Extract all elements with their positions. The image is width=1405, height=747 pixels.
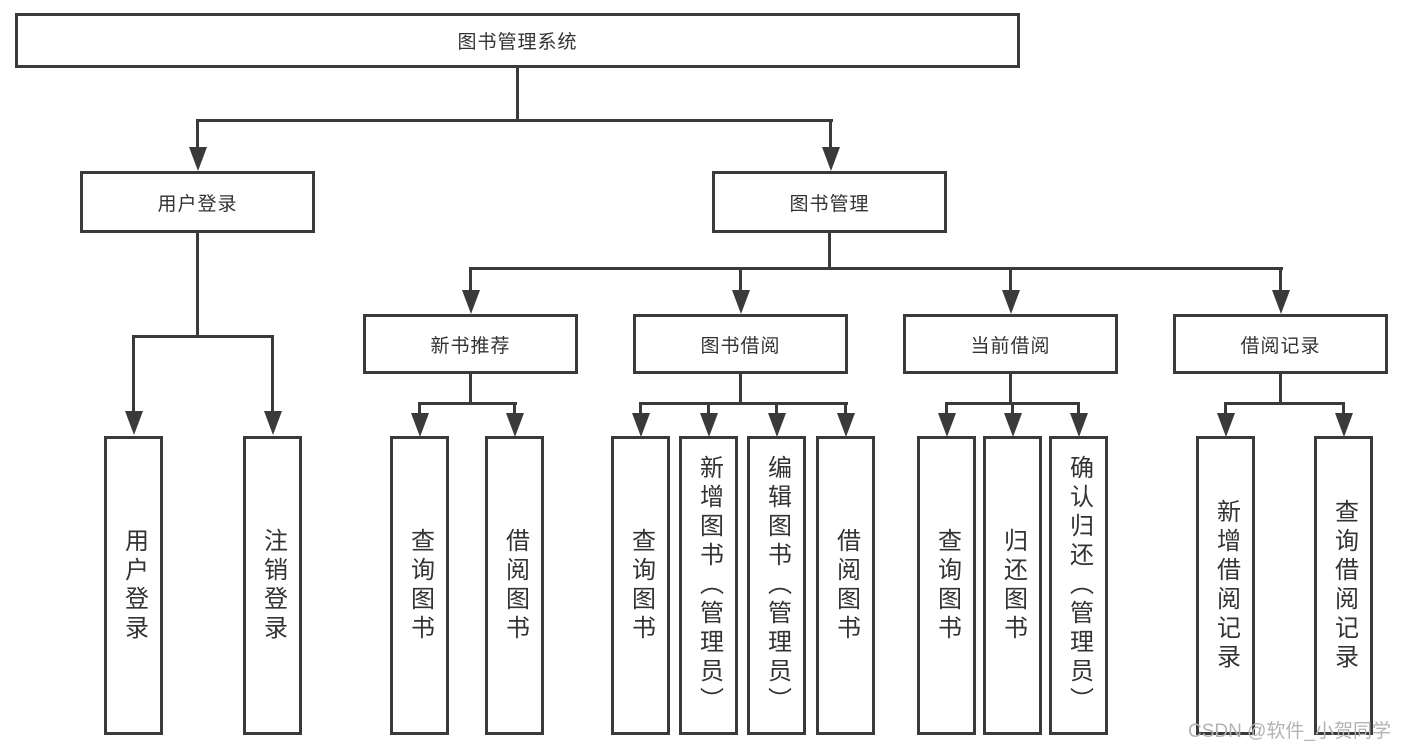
arrow-down-icon [1335,413,1353,437]
arrow-down-icon [938,413,956,437]
connector-vline [271,335,274,412]
arrow-down-icon [411,413,429,437]
leaf-query-books-recommend: 查询图书 [390,436,449,735]
connector-vline [469,374,472,405]
connector-vline [739,267,742,292]
leaf-query-books-borrow: 查询图书 [611,436,670,735]
leaf-add-books-admin: 新增图书（管理员） [679,436,738,735]
leaf-query-books-current: 查询图书 [917,436,976,735]
arrow-down-icon [1004,413,1022,437]
arrow-down-icon [822,147,840,171]
node-book-management: 图书管理 [712,171,947,233]
connector-vline [828,233,831,270]
connector-hline [196,119,833,122]
connector-vline [1077,402,1080,414]
leaf-borrow-books: 借阅图书 [816,436,875,735]
connector-vline [829,119,832,149]
connector-hline [418,402,517,405]
arrow-down-icon [1272,290,1290,314]
connector-vline [844,402,847,414]
connector-vline [1224,402,1227,414]
connector-vline [1011,402,1014,414]
connector-vline [196,119,199,149]
leaf-query-borrow-record: 查询借阅记录 [1314,436,1373,735]
leaf-logout: 注销登录 [243,436,302,735]
arrow-down-icon [506,413,524,437]
node-root: 图书管理系统 [15,13,1020,68]
connector-hline [1224,402,1345,405]
connector-hline [639,402,848,405]
arrow-down-icon [837,413,855,437]
connector-vline [1009,374,1012,405]
node-book-borrow: 图书借阅 [633,314,848,374]
leaf-edit-books-admin: 编辑图书（管理员） [747,436,806,735]
arrow-down-icon [632,413,650,437]
connector-vline [1009,267,1012,292]
connector-vline [739,374,742,405]
connector-vline [945,402,948,414]
connector-vline [1279,374,1282,405]
arrow-down-icon [732,290,750,314]
arrow-down-icon [462,290,480,314]
connector-hline [132,335,274,338]
connector-vline [469,267,472,292]
leaf-user-login: 用户登录 [104,436,163,735]
connector-vline [196,233,199,337]
arrow-down-icon [1217,413,1235,437]
connector-vline [775,402,778,414]
leaf-add-borrow-record: 新增借阅记录 [1196,436,1255,735]
connector-vline [132,335,135,412]
arrow-down-icon [700,413,718,437]
connector-hline [469,267,1283,270]
node-user-login: 用户登录 [80,171,315,233]
arrow-down-icon [1070,413,1088,437]
leaf-confirm-return-admin: 确认归还（管理员） [1049,436,1108,735]
leaf-return-books: 归还图书 [983,436,1042,735]
node-new-book-recommend: 新书推荐 [363,314,578,374]
node-current-borrow: 当前借阅 [903,314,1118,374]
node-borrow-records: 借阅记录 [1173,314,1388,374]
connector-vline [418,402,421,414]
leaf-borrow-books-recommend: 借阅图书 [485,436,544,735]
connector-vline [707,402,710,414]
arrow-down-icon [264,411,282,435]
csdn-watermark: CSDN @软件_小贺同学 [1188,721,1391,742]
connector-vline [1279,267,1282,292]
arrow-down-icon [1002,290,1020,314]
arrow-down-icon [768,413,786,437]
connector-vline [516,68,519,121]
connector-vline [1342,402,1345,414]
arrow-down-icon [125,411,143,435]
connector-vline [639,402,642,414]
connector-vline [513,402,516,414]
arrow-down-icon [189,147,207,171]
